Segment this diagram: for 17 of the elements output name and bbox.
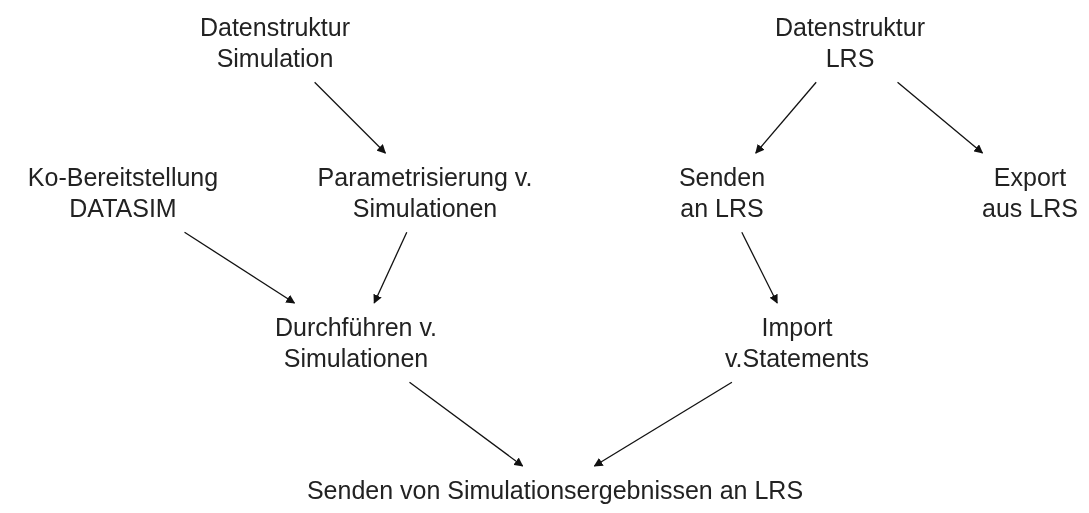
arrow — [741, 231, 778, 304]
node-label: Datenstruktur LRS — [774, 13, 926, 73]
node-label: Durchführen v. Simulationen — [274, 313, 438, 373]
node-label: Datenstruktur Simulation — [199, 13, 351, 73]
node-label: Export aus LRS — [982, 163, 1078, 223]
node-label: Import v.Statements — [724, 313, 869, 373]
node-label: Senden an LRS — [678, 163, 766, 223]
node-label: Parametrisierung v. Simulationen — [317, 163, 533, 223]
node-label: Ko-Bereitstellung DATASIM — [27, 163, 219, 223]
arrow — [896, 81, 984, 154]
arrow — [314, 81, 387, 154]
arrow — [593, 381, 733, 467]
arrow — [408, 381, 524, 467]
arrow — [373, 231, 408, 304]
arrow — [183, 231, 296, 304]
node-label: Senden von Simulationsergebnissen an LRS — [306, 476, 804, 504]
arrow — [755, 81, 817, 154]
